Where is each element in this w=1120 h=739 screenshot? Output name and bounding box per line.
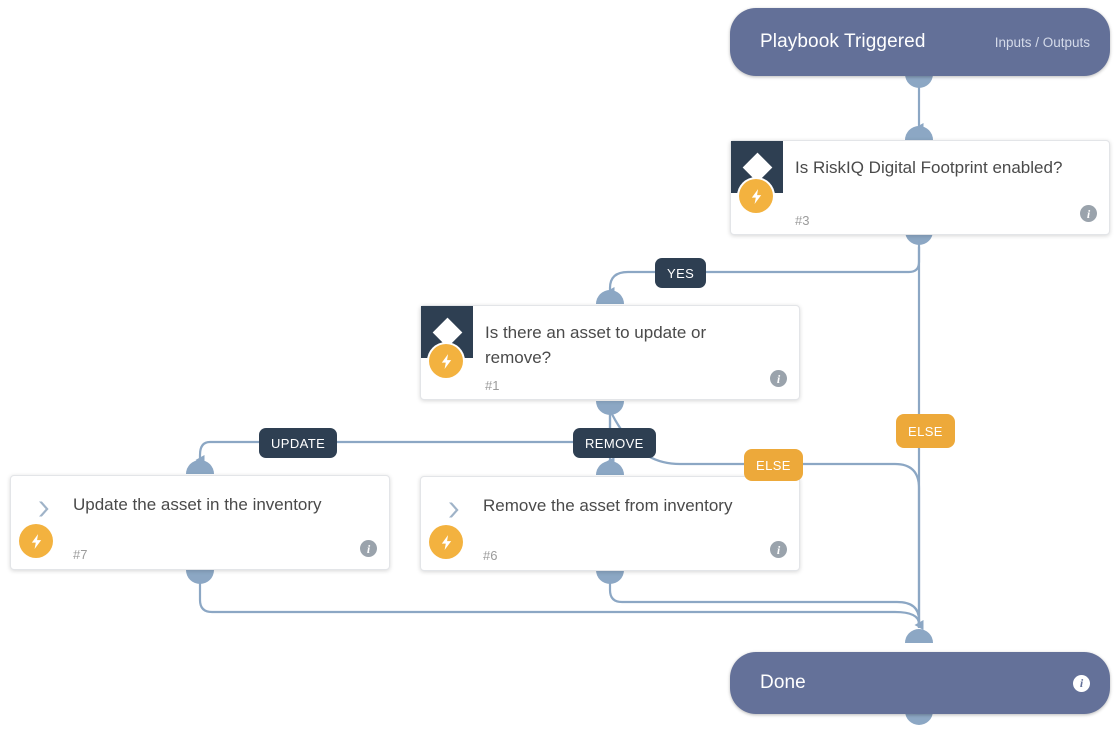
handle-n3-top[interactable] <box>905 126 933 140</box>
edge-label-else-right[interactable]: ELSE <box>896 414 955 448</box>
node-decision-riskiq[interactable]: Is RiskIQ Digital Footprint enabled? #3 … <box>730 140 1110 235</box>
handle-n1-bottom[interactable] <box>596 401 624 415</box>
inputs-outputs-link[interactable]: Inputs / Outputs <box>994 34 1090 50</box>
node-action-update-asset[interactable]: Update the asset in the inventory #7 i <box>10 475 390 570</box>
info-icon[interactable]: i <box>770 370 787 387</box>
edge-label-yes[interactable]: YES <box>655 258 707 288</box>
playbook-triggered-title: Playbook Triggered <box>760 31 926 52</box>
action-remove-title: Remove the asset from inventory <box>483 496 733 515</box>
action-remove-number: #6 <box>483 548 498 563</box>
handle-done-bottom[interactable] <box>905 711 933 725</box>
handle-n7-top[interactable] <box>186 460 214 474</box>
lightning-bolt-icon <box>739 179 773 213</box>
info-icon[interactable]: i <box>360 540 377 557</box>
handle-n1-top[interactable] <box>596 290 624 304</box>
node-decision-asset[interactable]: Is there an asset to update or remove? #… <box>420 305 800 400</box>
diamond-icon <box>432 317 462 347</box>
action-update-number: #7 <box>73 547 88 562</box>
action-update-title: Update the asset in the inventory <box>73 495 322 514</box>
decision-riskiq-number: #3 <box>795 213 810 228</box>
edge-n7-to-done <box>198 578 921 628</box>
decision-riskiq-title: Is RiskIQ Digital Footprint enabled? <box>795 158 1063 177</box>
diamond-icon <box>742 152 772 182</box>
info-icon[interactable]: i <box>1080 205 1097 222</box>
info-icon[interactable]: i <box>1073 674 1090 692</box>
info-icon[interactable]: i <box>770 541 787 558</box>
lightning-bolt-icon <box>429 344 463 378</box>
lightning-bolt-icon <box>429 525 463 559</box>
handle-n7-bottom[interactable] <box>186 570 214 584</box>
decision-asset-number: #1 <box>485 378 500 393</box>
edge-label-remove[interactable]: REMOVE <box>573 428 656 458</box>
chevron-right-icon <box>443 499 465 521</box>
node-done[interactable]: Done i <box>730 652 1110 714</box>
handle-done-top[interactable] <box>905 629 933 643</box>
decision-asset-title: Is there an asset to update or remove? <box>485 323 707 367</box>
edge-n6-to-done <box>608 578 921 628</box>
handle-n6-top[interactable] <box>596 461 624 475</box>
handle-n6-bottom[interactable] <box>596 570 624 584</box>
edge-label-else-mid[interactable]: ELSE <box>744 449 803 481</box>
node-action-remove-asset[interactable]: Remove the asset from inventory #6 i <box>420 476 800 571</box>
lightning-bolt-icon <box>19 524 53 558</box>
done-title: Done <box>760 672 806 693</box>
node-playbook-triggered[interactable]: Playbook Triggered Inputs / Outputs <box>730 8 1110 76</box>
edge-label-update[interactable]: UPDATE <box>259 428 338 458</box>
chevron-right-icon <box>33 498 55 520</box>
handle-start-bottom[interactable] <box>905 74 933 88</box>
